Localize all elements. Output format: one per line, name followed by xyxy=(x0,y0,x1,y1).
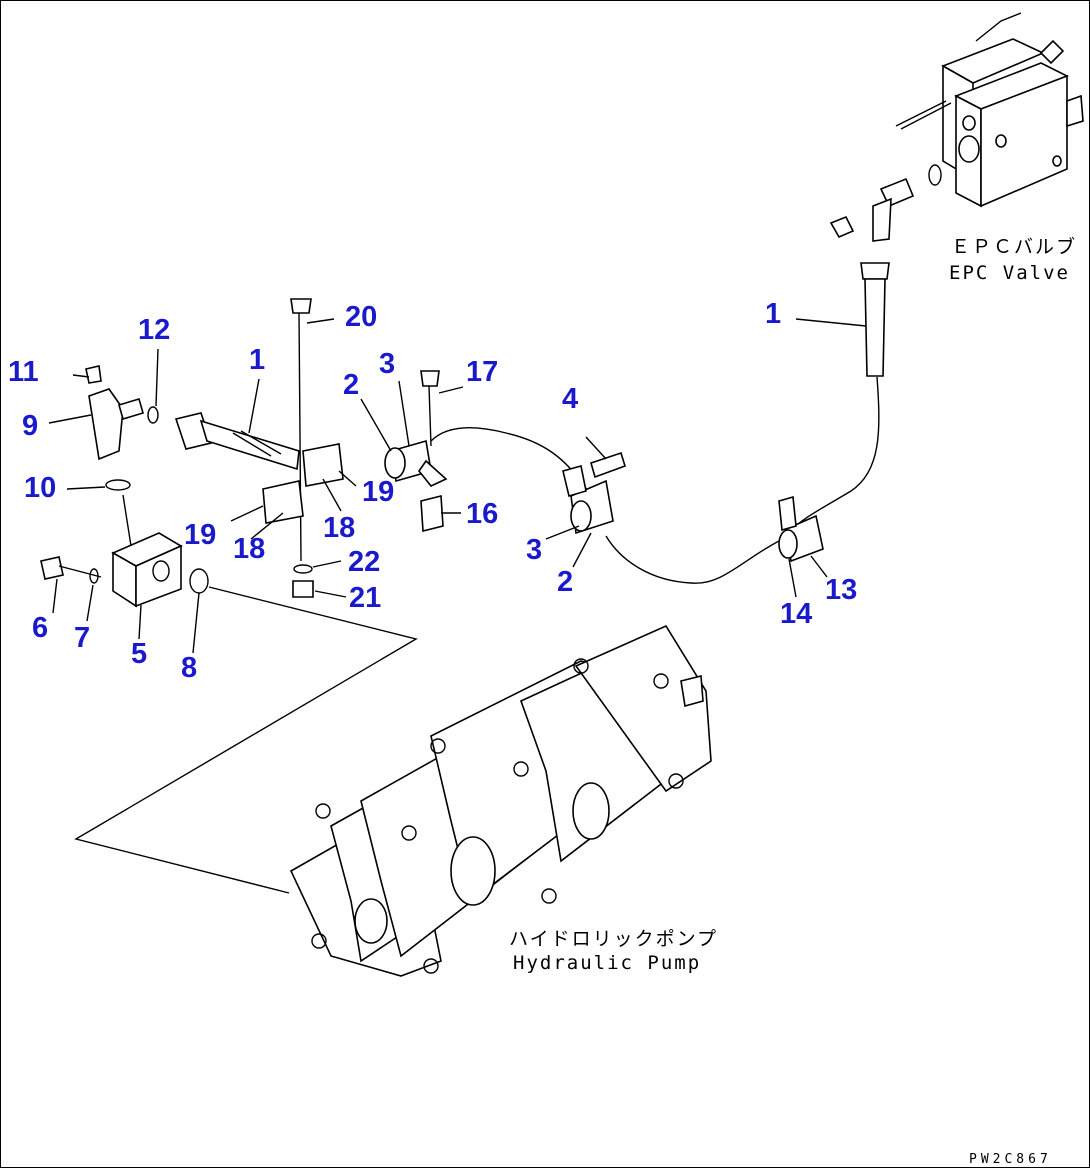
callout-20: 20 xyxy=(345,301,377,333)
callout-17: 17 xyxy=(466,356,498,388)
callout-14: 14 xyxy=(780,598,812,630)
epc-valve-jp-label: ＥＰＣバルブ xyxy=(951,235,1077,258)
callout-2-b: 2 xyxy=(557,566,573,598)
callout-21: 21 xyxy=(349,582,381,614)
callout-6: 6 xyxy=(32,612,48,644)
callout-3-b: 3 xyxy=(526,534,542,566)
callout-11: 11 xyxy=(8,356,39,388)
callout-18-a: 18 xyxy=(323,512,355,544)
drawing-code: PW2C867 xyxy=(969,1152,1052,1167)
pump-en-label: Hydraulic Pump xyxy=(513,952,701,974)
callout-2-a: 2 xyxy=(343,369,359,401)
callout-22: 22 xyxy=(348,546,380,578)
callout-19-a: 19 xyxy=(362,476,394,508)
callout-1-a: 1 xyxy=(765,298,781,330)
epc-valve-en-label: EPC Valve xyxy=(949,262,1070,284)
callout-4: 4 xyxy=(562,383,578,415)
callout-1-b: 1 xyxy=(249,344,265,376)
hose-lines xyxy=(174,262,890,584)
callout-19-b: 19 xyxy=(184,519,216,551)
fittings xyxy=(40,298,824,608)
callout-5: 5 xyxy=(131,638,147,670)
leader-lines xyxy=(48,318,867,894)
callout-13: 13 xyxy=(825,574,857,606)
callout-16: 16 xyxy=(466,498,498,530)
callout-8: 8 xyxy=(181,652,197,684)
callout-12: 12 xyxy=(138,314,170,346)
epc-valve-drawing xyxy=(829,12,1084,242)
callout-7: 7 xyxy=(74,622,90,654)
callout-18-b: 18 xyxy=(233,533,265,565)
pump-jp-label: ハイドロリックポンプ xyxy=(509,928,718,950)
callout-numbers: 1 1 2 2 3 3 4 5 6 7 8 9 10 11 12 13 14 1… xyxy=(8,298,857,684)
hydraulic-pump-drawing xyxy=(289,624,712,977)
callout-10: 10 xyxy=(24,472,56,504)
callout-3-a: 3 xyxy=(379,348,395,380)
callout-9: 9 xyxy=(22,410,38,442)
